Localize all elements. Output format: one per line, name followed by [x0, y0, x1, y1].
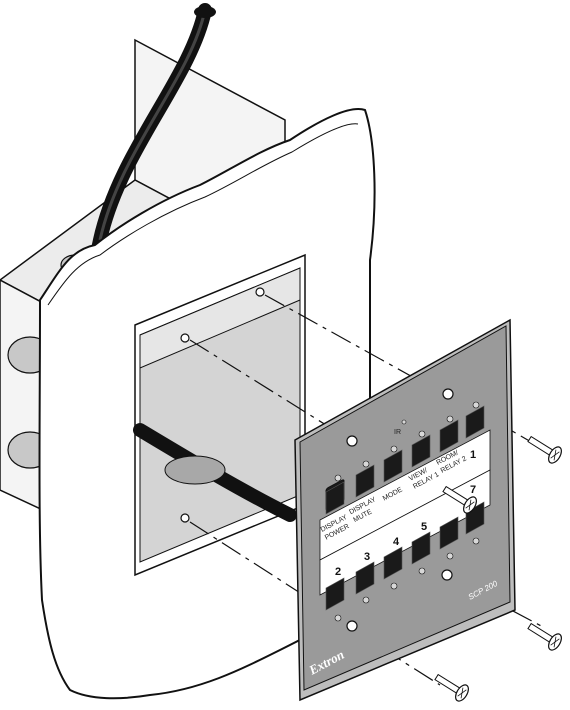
panel-button-display-power[interactable] — [325, 481, 345, 515]
screw-icon — [434, 673, 469, 702]
panel-button-1[interactable] — [465, 405, 485, 439]
panel-screw-holes — [346, 388, 454, 632]
panel-button-display-mute[interactable] — [355, 464, 375, 498]
number-7: 7 — [470, 484, 476, 496]
screw-icon — [442, 485, 477, 514]
panel-button-view[interactable] — [411, 434, 431, 468]
number-1: 1 — [470, 449, 476, 461]
panel-button-6[interactable] — [439, 516, 459, 550]
number-2: 2 — [335, 566, 341, 578]
number-5: 5 — [421, 521, 427, 533]
ir-label: IR — [394, 429, 401, 436]
panel-button-4[interactable] — [383, 546, 403, 580]
panel-button-2[interactable] — [325, 577, 345, 611]
control-panel: IR DISPLAY POWER DISPLAY MUTE MODE VIEW/… — [294, 318, 516, 702]
panel-button-3[interactable] — [355, 561, 375, 595]
led-indicators — [334, 401, 480, 622]
panel-button-mode[interactable] — [383, 449, 403, 483]
number-3: 3 — [364, 551, 370, 563]
screw-icon — [527, 435, 562, 464]
panel-button-5[interactable] — [411, 531, 431, 565]
wall — [38, 108, 376, 700]
screws — [434, 435, 562, 702]
number-4: 4 — [393, 536, 400, 548]
label-strip-bottom — [319, 469, 491, 596]
panel-button-room[interactable] — [439, 419, 459, 453]
ir-sensor — [401, 419, 407, 425]
screw-icon — [527, 622, 562, 651]
